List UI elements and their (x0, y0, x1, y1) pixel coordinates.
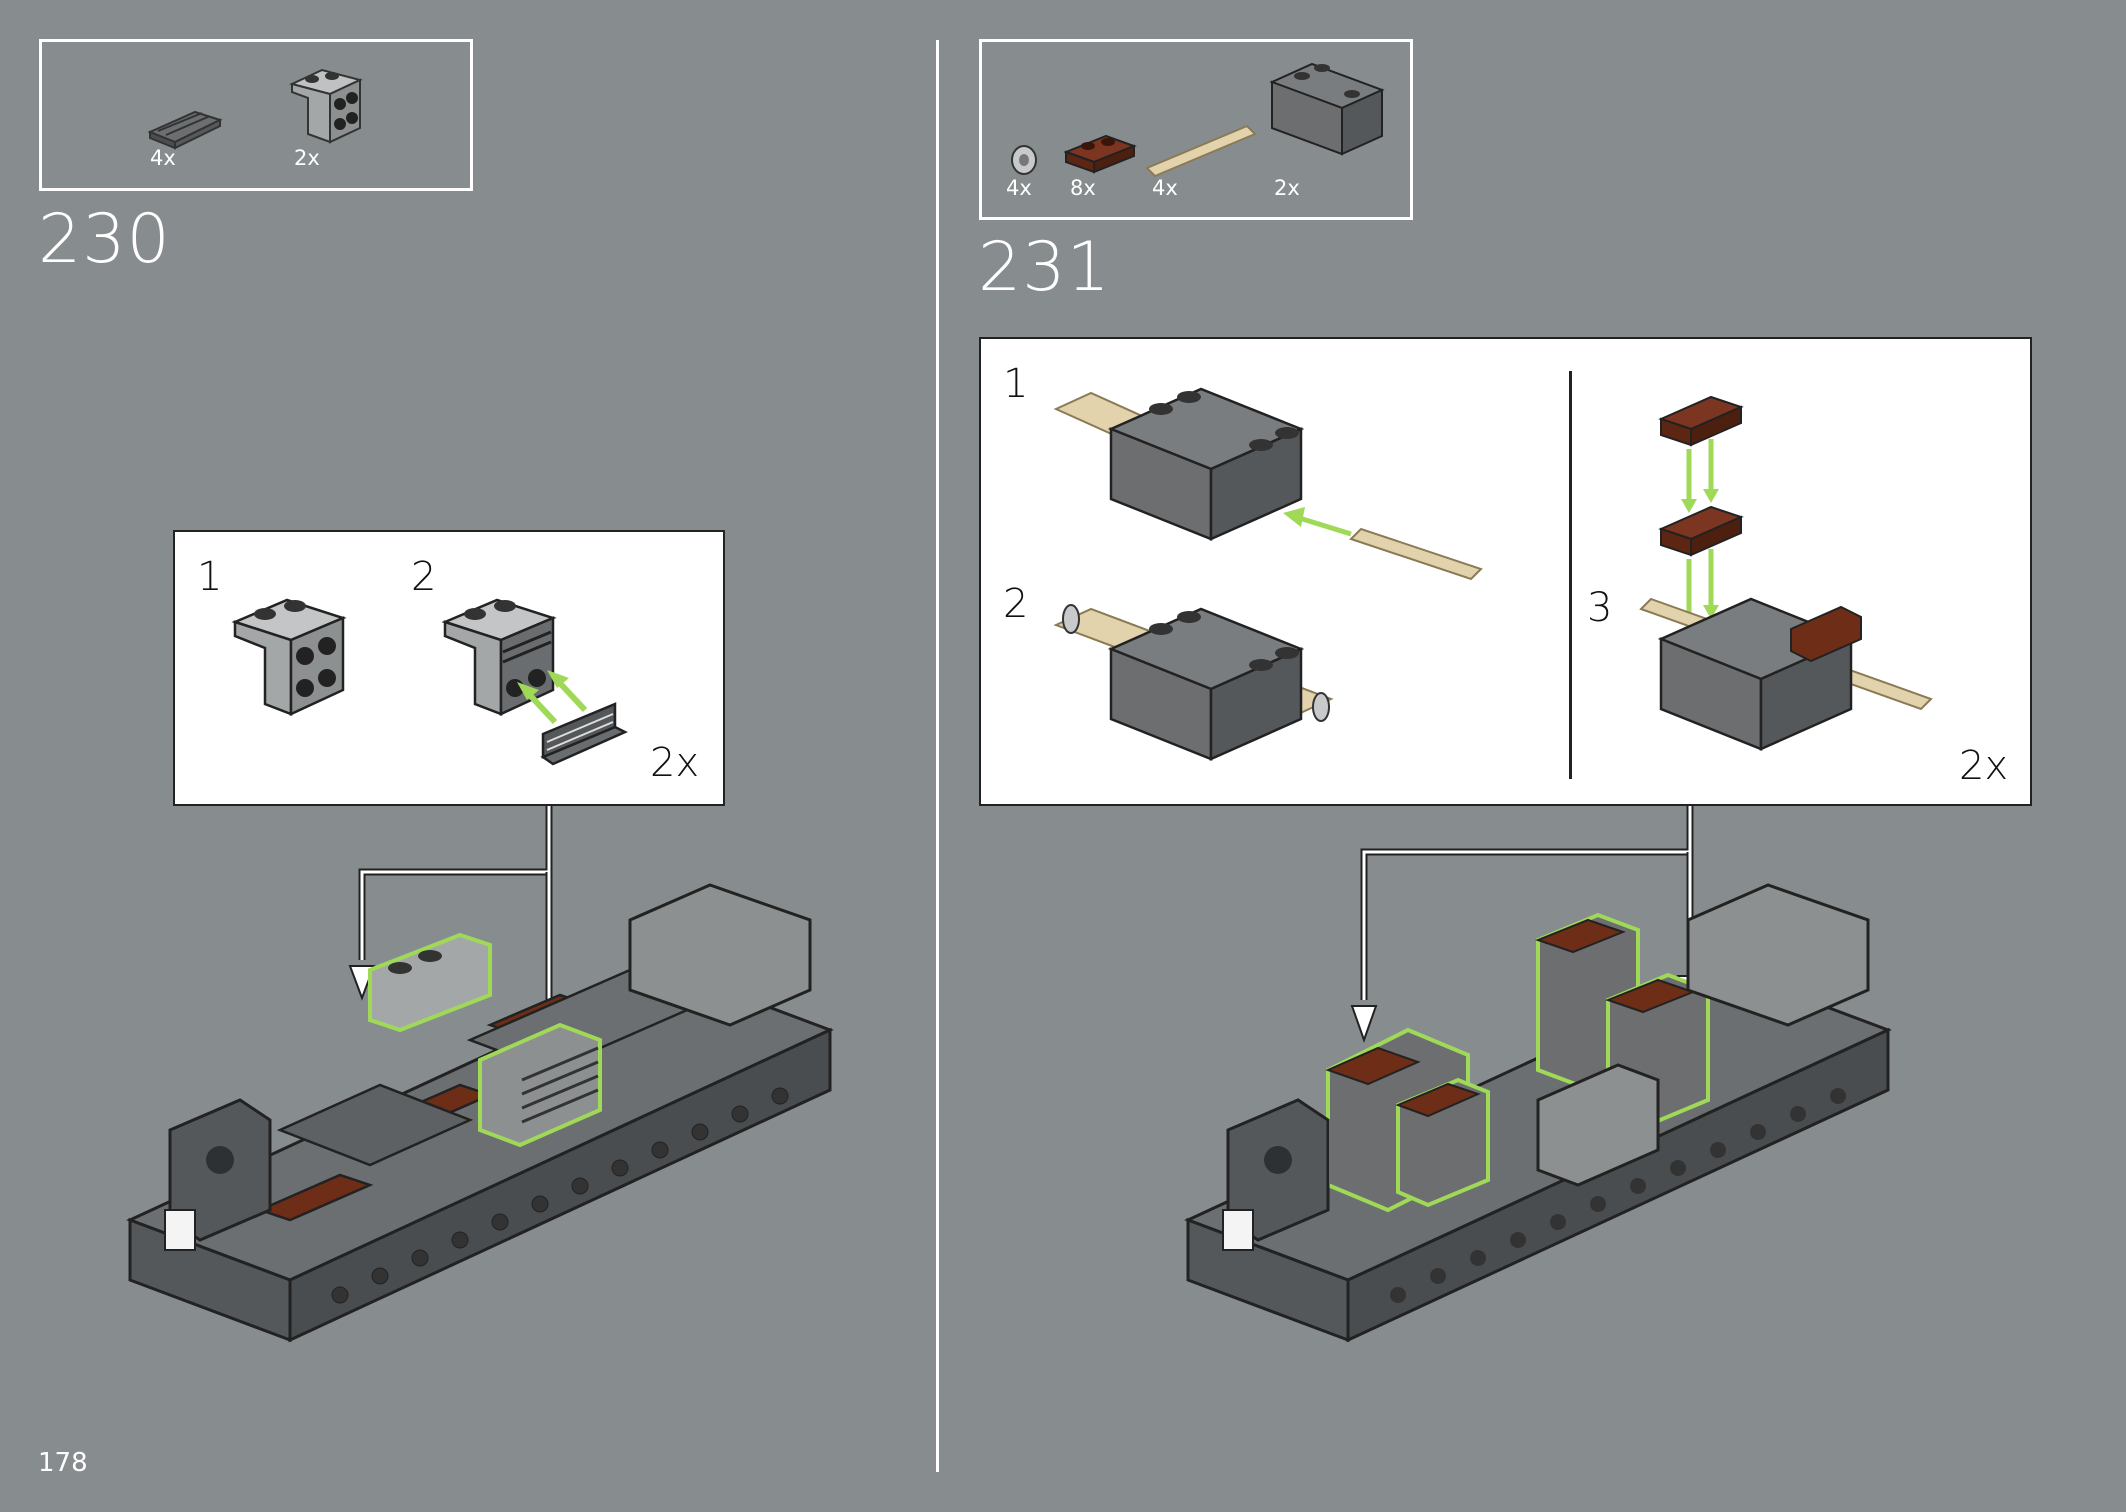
u-brick-icon (1269, 62, 1385, 156)
part-qty: 4x (1152, 176, 1178, 200)
sub-step-number: 2 (411, 554, 437, 600)
part-qty: 2x (294, 146, 320, 170)
callout-divider (1569, 371, 1572, 779)
bracket-icon (231, 598, 347, 716)
chassis-model-231 (1184, 883, 1892, 1343)
sub-step-2-assembly (1053, 604, 1334, 761)
grille-tile-icon (147, 110, 223, 150)
sub-step-number: 1 (1003, 361, 1029, 407)
part-qty: 8x (1070, 176, 1096, 200)
sub-step-number: 3 (1587, 585, 1613, 631)
plate-1x2-icon (1063, 134, 1137, 174)
sub-step-1-assembly (1053, 387, 1483, 581)
sub-step-number: 1 (197, 554, 223, 600)
step-number: 230 (38, 200, 171, 279)
sub-step-3-assembly (1639, 395, 1933, 751)
sub-assembly-callout-231: 1 2 3 2x (979, 337, 2032, 806)
part-qty: 4x (1006, 176, 1032, 200)
bracket-icon (289, 68, 363, 144)
page-divider (936, 40, 939, 1472)
multiplier: 2x (1959, 743, 2009, 789)
parts-list-230: 4x 2x (39, 39, 473, 191)
part-qty: 2x (1274, 176, 1300, 200)
step-number: 231 (978, 228, 1111, 307)
part-qty: 4x (150, 146, 176, 170)
bush-icon (1011, 145, 1037, 175)
multiplier: 2x (650, 740, 700, 786)
sub-step-number: 2 (1003, 581, 1029, 627)
parts-list-231: 4x 8x 4x 2x (979, 39, 1413, 220)
chassis-model-230 (126, 883, 834, 1343)
bracket-with-grilles-icon (441, 598, 628, 766)
page-number: 178 (38, 1448, 88, 1478)
axle-icon (1145, 124, 1257, 178)
sub-assembly-callout-230: 1 2 2x (173, 530, 725, 806)
